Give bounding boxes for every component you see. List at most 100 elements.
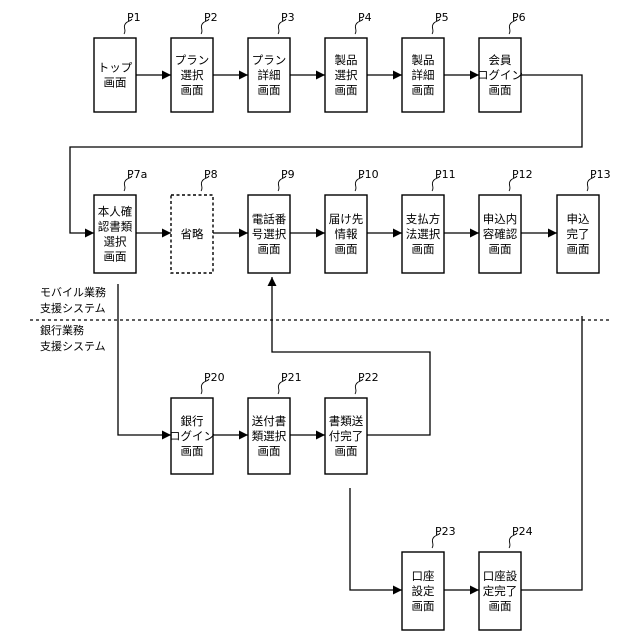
screen-ref-p24: P24 (512, 525, 533, 538)
screen-ref-p13: P13 (590, 168, 611, 181)
screen-label-p7a-line-2: 認書類 (98, 220, 133, 234)
arrow-p22-p23 (350, 488, 402, 590)
screen-ref-p22: P22 (358, 371, 379, 384)
screen-p10: P10 届け先情報画面 (325, 168, 379, 273)
screen-label-p3-line-1: プラン (252, 53, 287, 67)
screen-p11: P11 支払方法選択画面 (402, 168, 456, 273)
screen-p13: P13 申込完了画面 (557, 168, 611, 273)
mobile-system-label: モバイル業務 支援システム (40, 285, 110, 315)
screen-ref-p3: P3 (281, 11, 295, 24)
screen-p22: P22 書類送付完了画面 (325, 371, 379, 474)
screen-label-p23-line-2: 設定 (412, 584, 435, 598)
screen-p6: P6 会員ログイン画面 (477, 11, 526, 112)
screen-label-p13-line-2: 完了 (567, 227, 590, 241)
screen-p9: P9 電話番号選択画面 (248, 168, 295, 273)
screen-p21: P21 送付書類選択画面 (248, 371, 302, 474)
screen-label-p4-line-2: 選択 (335, 68, 358, 82)
mobile-system-label-line-2: 支援システム (40, 301, 106, 315)
screen-label-p2-line-3: 画面 (181, 83, 204, 97)
screen-ref-p4: P4 (358, 11, 372, 24)
screen-label-p1-line-2: 画面 (104, 76, 127, 90)
screen-label-p13-line-1: 申込 (567, 212, 590, 226)
screen-p2: P2 プラン選択画面 (171, 11, 218, 112)
screen-label-p21-line-3: 画面 (258, 444, 281, 458)
screen-ref-p11: P11 (435, 168, 456, 181)
screen-label-p7a-line-1: 本人確 (98, 205, 133, 219)
screen-label-p7a-line-4: 画面 (104, 250, 127, 264)
screen-label-p4-line-3: 画面 (335, 83, 358, 97)
screen-p1: P1 トップ画面 (94, 11, 141, 112)
screen-label-p20-line-3: 画面 (181, 444, 204, 458)
screen-ref-p6: P6 (512, 11, 526, 24)
screen-label-p2-line-2: 選択 (181, 68, 204, 82)
screen-label-p3-line-2: 詳細 (258, 68, 281, 82)
screen-label-p22-line-3: 画面 (335, 444, 358, 458)
arrow-p7a-p20 (118, 284, 171, 435)
bank-system-label-line-1: 銀行業務 (40, 323, 84, 337)
screen-ref-p1: P1 (127, 11, 141, 24)
screen-p3: P3 プラン詳細画面 (248, 11, 295, 112)
screen-label-p10-line-3: 画面 (335, 242, 358, 256)
screen-label-p24-line-3: 画面 (489, 599, 512, 613)
screen-label-p23-line-1: 口座 (412, 569, 435, 583)
bank-system-label-line-2: 支援システム (40, 339, 106, 353)
screen-ref-p10: P10 (358, 168, 379, 181)
screen-ref-p7a: P7a (127, 168, 147, 181)
screen-label-p1-line-1: トップ (98, 61, 133, 75)
screens-layer: P1トップ画面P2プラン選択画面P3プラン詳細画面P4製品選択画面P5製品詳細画… (94, 11, 611, 630)
screen-ref-p20: P20 (204, 371, 225, 384)
screen-label-p11-line-2: 法選択 (406, 227, 441, 241)
mobile-system-label-line-1: モバイル業務 (40, 285, 106, 299)
screen-label-p20-line-2: ログイン (169, 429, 215, 443)
screen-ref-p9: P9 (281, 168, 295, 181)
screen-label-p12-line-2: 容確認 (483, 227, 518, 241)
screen-p23: P23 口座設定画面 (402, 525, 456, 630)
screen-label-p24-line-2: 定完了 (483, 584, 518, 598)
screen-label-p21-line-2: 類選択 (252, 429, 287, 443)
screen-label-p12-line-3: 画面 (489, 242, 512, 256)
screen-label-p3-line-3: 画面 (258, 83, 281, 97)
screen-label-p5-line-1: 製品 (412, 53, 435, 67)
screen-label-p9-line-2: 号選択 (252, 227, 287, 241)
screen-label-p9-line-3: 画面 (258, 242, 281, 256)
screen-label-p22-line-1: 書類送 (329, 414, 364, 428)
screen-ref-p2: P2 (204, 11, 218, 24)
screen-ref-p12: P12 (512, 168, 533, 181)
screen-ref-p21: P21 (281, 371, 302, 384)
screen-label-p13-line-3: 画面 (567, 242, 590, 256)
screen-label-p11-line-3: 画面 (412, 242, 435, 256)
screen-label-p10-line-2: 情報 (335, 227, 358, 241)
flow-arrows (70, 75, 582, 590)
screen-label-p6-line-1: 会員 (489, 53, 512, 67)
arrow-p24-p9 (521, 316, 582, 590)
screen-p5: P5 製品詳細画面 (402, 11, 449, 112)
screen-label-p11-line-1: 支払方 (406, 212, 441, 226)
screen-label-p21-line-1: 送付書 (252, 414, 287, 428)
screen-label-p24-line-1: 口座設 (483, 569, 518, 583)
screen-label-p5-line-2: 詳細 (412, 68, 435, 82)
screen-label-p8-line-1: 省略 (181, 227, 204, 241)
bank-system-label: 銀行業務 支援システム (40, 323, 106, 353)
screen-p20: P20 銀行ログイン画面 (169, 371, 225, 474)
screen-label-p2-line-1: プラン (175, 53, 210, 67)
screen-label-p6-line-3: 画面 (489, 83, 512, 97)
screen-p7a: P7a 本人確認書類選択画面 (94, 168, 147, 273)
screen-ref-p5: P5 (435, 11, 449, 24)
screen-label-p6-line-2: ログイン (477, 68, 523, 82)
screen-label-p9-line-1: 電話番 (252, 212, 287, 226)
screen-label-p12-line-1: 申込内 (483, 212, 518, 226)
screen-label-p23-line-3: 画面 (412, 599, 435, 613)
screen-p8: P8 省略 (171, 168, 218, 273)
screen-p24: P24 口座設定完了画面 (479, 525, 533, 630)
screen-label-p4-line-1: 製品 (335, 53, 358, 67)
screen-ref-p23: P23 (435, 525, 456, 538)
screen-p12: P12 申込内容確認画面 (479, 168, 533, 273)
screen-label-p20-line-1: 銀行 (181, 414, 204, 428)
screen-label-p10-line-1: 届け先 (329, 212, 364, 226)
screen-label-p5-line-3: 画面 (412, 83, 435, 97)
screen-ref-p8: P8 (204, 168, 218, 181)
screen-label-p7a-line-3: 選択 (104, 235, 127, 249)
screen-label-p22-line-2: 付完了 (329, 429, 364, 443)
screen-p4: P4 製品選択画面 (325, 11, 372, 112)
